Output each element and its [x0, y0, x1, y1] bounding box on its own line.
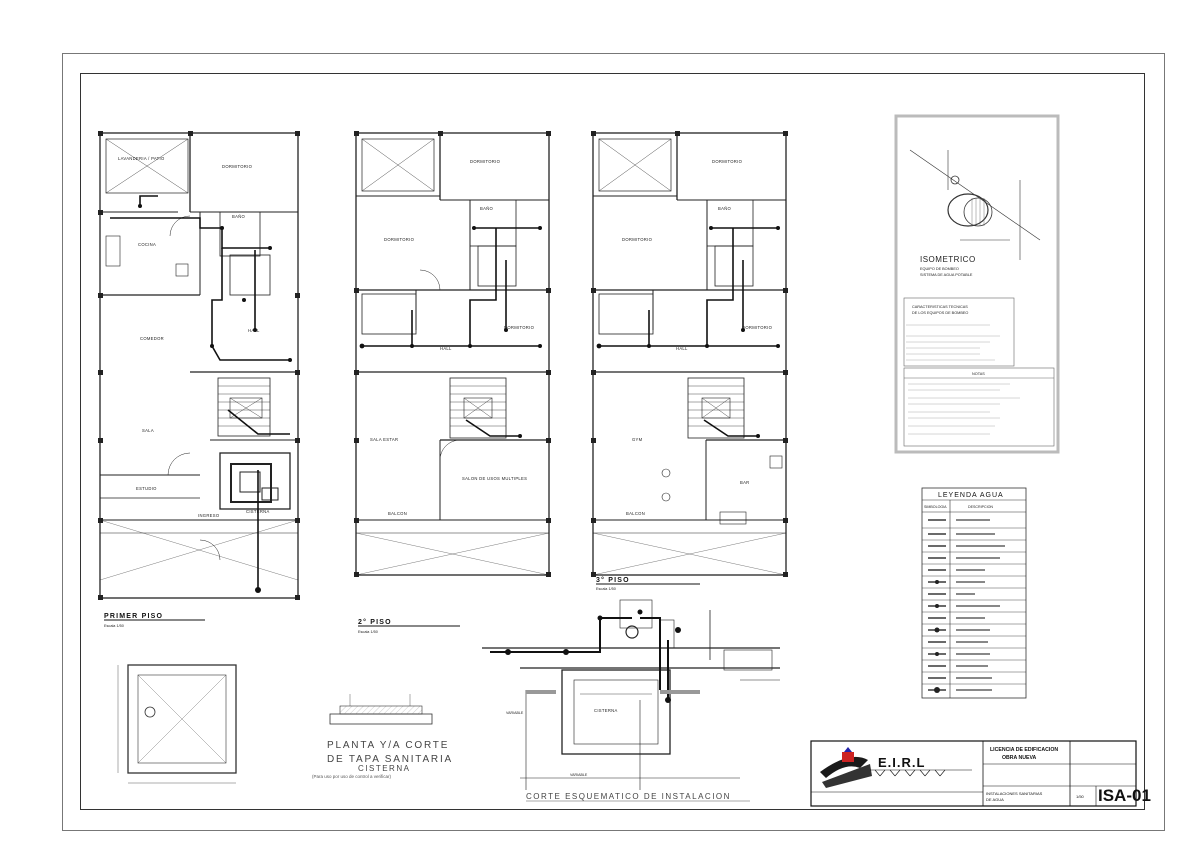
- company-logo: E.I.R.L: [820, 747, 972, 788]
- drawing-title-2: DE AGUA: [986, 797, 1004, 802]
- room-label-dormitorio: DORMITORIO: [222, 164, 253, 169]
- floor-1-title: PRIMER PISO: [104, 613, 163, 620]
- char-title-1: CARACTERISTICAS TECNICAS: [912, 305, 968, 309]
- room-label-hall: HALL: [440, 346, 452, 351]
- room-label-dorm2: DORMITORIO: [622, 237, 653, 242]
- floor-plan-2: [354, 131, 551, 577]
- corte-variable-1: VARIABLE: [506, 711, 524, 715]
- floor-3-scale: Escala 1/50: [596, 587, 616, 591]
- room-label-gym: GYM: [632, 437, 643, 442]
- room-label-sala: SALA: [142, 428, 154, 433]
- room-label-dorm1: DORMITORIO: [712, 159, 743, 164]
- room-label-bano: BAÑO: [232, 214, 246, 219]
- room-label-comedor: COMEDOR: [140, 336, 164, 341]
- floor-plan-3: [591, 131, 788, 577]
- sheet-inner-border: [80, 73, 1145, 810]
- floor-plan-1: [98, 131, 300, 600]
- room-label-bano: BAÑO: [480, 206, 494, 211]
- legend-col-description: DESCRIPCION: [968, 505, 993, 509]
- scale-label: 1/50: [1076, 794, 1085, 799]
- room-label-estudio: ESTUDIO: [136, 486, 157, 491]
- tapa-caption-1: PLANTA Y/A CORTE: [327, 740, 449, 751]
- corte-caption: CORTE ESQUEMATICO DE INSTALACION: [526, 792, 731, 801]
- floor-2-title: 2° PISO: [358, 618, 392, 626]
- tapa-caption-2: DE TAPA SANITARIA: [327, 754, 453, 765]
- floor-3-title: 3° PISO: [596, 576, 630, 584]
- floor-plan-3-labels: DORMITORIO DORMITORIO DORMITORIO BAÑO HA…: [596, 159, 773, 591]
- room-label-dorm2: DORMITORIO: [384, 237, 415, 242]
- room-label-dorm3: DORMITORIO: [742, 325, 773, 330]
- room-label-ingreso: INGRESO: [198, 513, 220, 518]
- room-label-bano: BAÑO: [718, 206, 732, 211]
- room-label-sala-estar: SALA ESTAR: [370, 437, 398, 442]
- room-label-hall: HALL: [676, 346, 688, 351]
- room-label-dorm1: DORMITORIO: [470, 159, 501, 164]
- room-label-balcon: BALCON: [626, 511, 645, 516]
- tapa-sanitaria-detail: PLANTA Y/A CORTE DE TAPA SANITARIA CISTE…: [312, 694, 453, 779]
- license-label: LICENCIA DE EDIFICACION: [990, 747, 1058, 753]
- floor-plan-1-labels: LAVANDERIA / PATIO DORMITORIO COCINA BAÑ…: [104, 156, 270, 628]
- legend-col-symbol: SIMBOLOGIA: [924, 505, 947, 509]
- room-label-balcon: BALCON: [388, 511, 407, 516]
- isometric-subtitle-2: SISTEMA DE AGUA POTABLE: [920, 273, 973, 277]
- char-title-2: DE LOS EQUIPOS DE BOMBEO: [912, 311, 968, 315]
- room-label-lavanderia: LAVANDERIA / PATIO: [118, 156, 165, 161]
- isometric-panel: ISOMETRICO EQUIPO DE BOMBEO SISTEMA DE A…: [894, 114, 1060, 454]
- sheet-number: ISA-01: [1098, 786, 1151, 805]
- room-label-cisterna: CISTERNA: [246, 509, 270, 514]
- floor-2-scale: Escala 1/50: [358, 630, 378, 634]
- tapa-caption-4: (Para uso por uso de control a verificar…: [312, 774, 392, 779]
- room-label-cocina: COCINA: [138, 242, 156, 247]
- tapa-caption-3: CISTERNA: [358, 764, 410, 773]
- floor-plan-2-labels: DORMITORIO DORMITORIO DORMITORIO BAÑO HA…: [358, 159, 535, 634]
- corte-esquematico: CISTERNA VARIABLE VARIABLE CORTE ESQUEMA…: [482, 599, 780, 802]
- sheet-outer-border: [62, 53, 1165, 831]
- room-label-dorm3: DORMITORIO: [504, 325, 535, 330]
- corte-variable-2: VARIABLE: [570, 773, 588, 777]
- corte-cisterna-label: CISTERNA: [594, 708, 618, 713]
- cisterna-plan: [117, 664, 237, 784]
- drawing-title: INSTALACIONES SANITARIAS: [986, 791, 1043, 796]
- isometric-title: ISOMETRICO: [920, 255, 976, 264]
- isometric-subtitle-1: EQUIPO DE BOMBEO: [920, 267, 959, 271]
- room-label-salon: SALON DE USOS MULTIPLES: [462, 476, 527, 481]
- floor-1-scale: Escala 1/50: [104, 624, 124, 628]
- legend-title: LEYENDA AGUA: [938, 492, 1004, 499]
- title-block: E.I.R.L LICENCIA DE EDIFICACION OBRA NUE…: [810, 740, 1151, 807]
- company-name: E.I.R.L: [878, 755, 925, 770]
- room-label-hall: HALL: [248, 328, 260, 333]
- project-label: OBRA NUEVA: [1002, 755, 1037, 761]
- legend-panel: LEYENDA AGUA SIMBOLOGIA DESCRIPCION: [921, 487, 1027, 699]
- notes-title: NOTAS: [972, 372, 985, 376]
- room-label-bar: BAR: [740, 480, 750, 485]
